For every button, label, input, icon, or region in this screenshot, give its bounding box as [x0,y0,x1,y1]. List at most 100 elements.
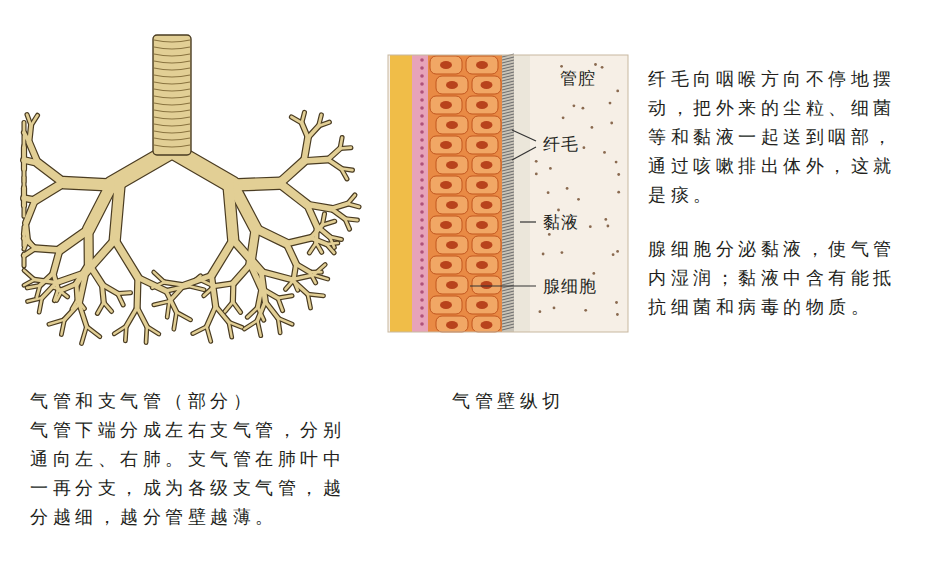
cartilage-ring [154,61,190,63]
tissue-dot [420,242,424,246]
branch [174,312,177,329]
branch-outline [214,283,233,286]
branch-outline [256,229,287,244]
branch [292,275,314,280]
cell-nucleus [446,161,458,169]
tissue-dot [420,314,424,318]
branch-outline [279,183,307,204]
branch [326,243,337,244]
branch [231,283,235,302]
branch [261,272,292,280]
cilium [502,180,514,183]
cilium [502,204,514,207]
cilium [502,201,514,204]
cilium [502,84,514,87]
caption-body: 气管下端分成左右支气管，分别通向左、右肺。支气管在肺叶中一再分支，成为各级支气管… [30,415,360,531]
cartilage-ring [154,96,190,98]
branch-outline [76,284,77,300]
cilium [502,243,514,246]
branch [225,302,233,312]
branch [292,280,308,294]
cilium [502,132,514,135]
branch-outline [24,238,35,248]
branch-outline [60,230,89,250]
epithelial-cell [472,116,501,134]
cilium [502,156,514,159]
dust-particle [582,107,585,110]
epithelial-cell [466,256,498,274]
branch [302,112,305,123]
branch-outline [278,318,280,333]
cilium [502,96,514,99]
branch [35,183,64,201]
cilium [502,303,514,306]
tissue-dot [420,154,424,158]
branch-outline [308,294,324,296]
branch [291,117,301,123]
branch [244,321,257,329]
cartilage-ring [154,103,190,105]
cilium [502,162,514,165]
cilium [502,291,514,294]
branch-outline [188,286,204,290]
branch [23,256,26,266]
cilium [502,288,514,291]
branch [118,291,131,295]
epithelial-cell [466,96,498,114]
branch-outline [308,126,319,138]
branch [76,284,77,300]
branch [22,188,26,198]
dust-particle [592,272,595,275]
branch [34,280,56,283]
cell-nucleus [440,221,452,229]
branch [308,294,311,308]
cell-nucleus [476,61,488,69]
dust-particle [615,161,618,164]
cartilage-ring [154,47,190,49]
trachea-wall-section [388,54,628,332]
cartilage-ring [154,145,190,147]
branch [229,322,232,337]
branch [184,276,211,286]
branch-outline [133,278,141,308]
branch [28,239,35,248]
cell-nucleus [481,281,493,289]
cilium [502,117,514,120]
branch-outline [211,276,215,307]
cilium [502,126,514,129]
cilium [502,72,514,75]
cilium [502,231,514,234]
tissue-dot [420,106,424,110]
cilium [502,309,514,312]
branch-outline [304,159,328,161]
branch [87,326,100,336]
branch [23,254,26,255]
branch-outline [233,302,241,313]
branch-outline [302,112,305,123]
tissue-dot [420,98,424,102]
cilium [502,315,514,318]
branch [26,200,35,223]
cilium [502,234,514,237]
epithelial-cell [430,96,462,114]
tissue-dot [420,194,424,198]
branch [79,304,86,327]
branch-outline [87,326,100,336]
epithelial-cell [472,236,501,254]
branch-outline [115,180,120,240]
branch [35,248,59,250]
cilium [502,81,514,84]
branch [348,204,359,207]
branch-outline [331,204,347,209]
branch-outline [314,275,328,279]
dust-particle [557,209,560,212]
branch [135,278,141,308]
dust-particle [616,313,619,316]
cilium [502,108,514,111]
dust-particle [612,253,615,256]
cell-nucleus [440,261,452,269]
branch [118,294,123,305]
branch-outline [126,308,137,326]
epithelial-cell [436,236,468,254]
cilium [502,105,514,108]
